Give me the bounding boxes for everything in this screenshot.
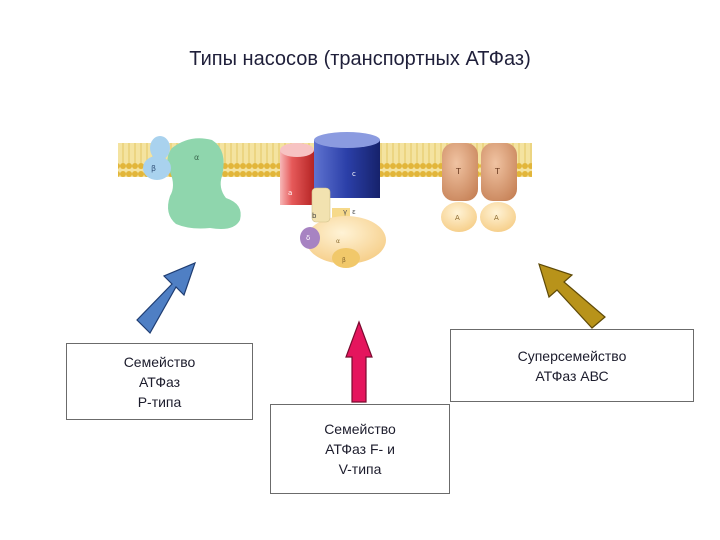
a1-label: A (455, 214, 460, 222)
beta-label: β (151, 164, 156, 173)
fv-type-family-box: Семейство АТФаз F- и V-типа (270, 404, 450, 494)
abc-transporter: T T A A (441, 143, 517, 232)
epsilon-label: ε (352, 208, 356, 216)
t1-label: T (455, 167, 461, 176)
p-type-line-3: Р-типа (137, 393, 182, 410)
p-type-family-box: Семейство АТФаз Р-типа (66, 343, 253, 420)
abc-line-2: АТФаз АВС (535, 367, 609, 384)
c-label: c (352, 170, 356, 178)
fv-type-line-1: Семейство (324, 421, 396, 437)
fv-type-arrow (345, 320, 373, 403)
p-type-arrow (136, 261, 197, 334)
a-label: a (288, 189, 292, 197)
p-type-line-1: Семейство (123, 353, 196, 370)
alpha-label: α (194, 153, 199, 162)
beta3-label: β (342, 257, 346, 264)
fv-type-line-2: АТФаз F- и (325, 441, 395, 457)
b-label: b (312, 212, 317, 220)
p-type-line-2: АТФаз (138, 373, 181, 390)
a2-label: A (494, 214, 499, 222)
fv-type-line-3: V-типа (338, 461, 382, 477)
alpha3-label: α (336, 238, 340, 245)
gamma-label: γ (343, 208, 347, 216)
abc-arrow (538, 263, 606, 329)
p-type-atpase: α β (143, 136, 241, 229)
abc-line-1: Суперсемейство (517, 347, 627, 364)
page-title: Типы насосов (транспортных АТФаз) (189, 48, 531, 70)
abc-superfamily-box: Суперсемейство АТФаз АВС (450, 329, 694, 402)
delta-label: δ (306, 234, 310, 242)
fv-type-atpase: a b c γ ε δ α β (280, 132, 386, 268)
t2-label: T (494, 167, 500, 176)
